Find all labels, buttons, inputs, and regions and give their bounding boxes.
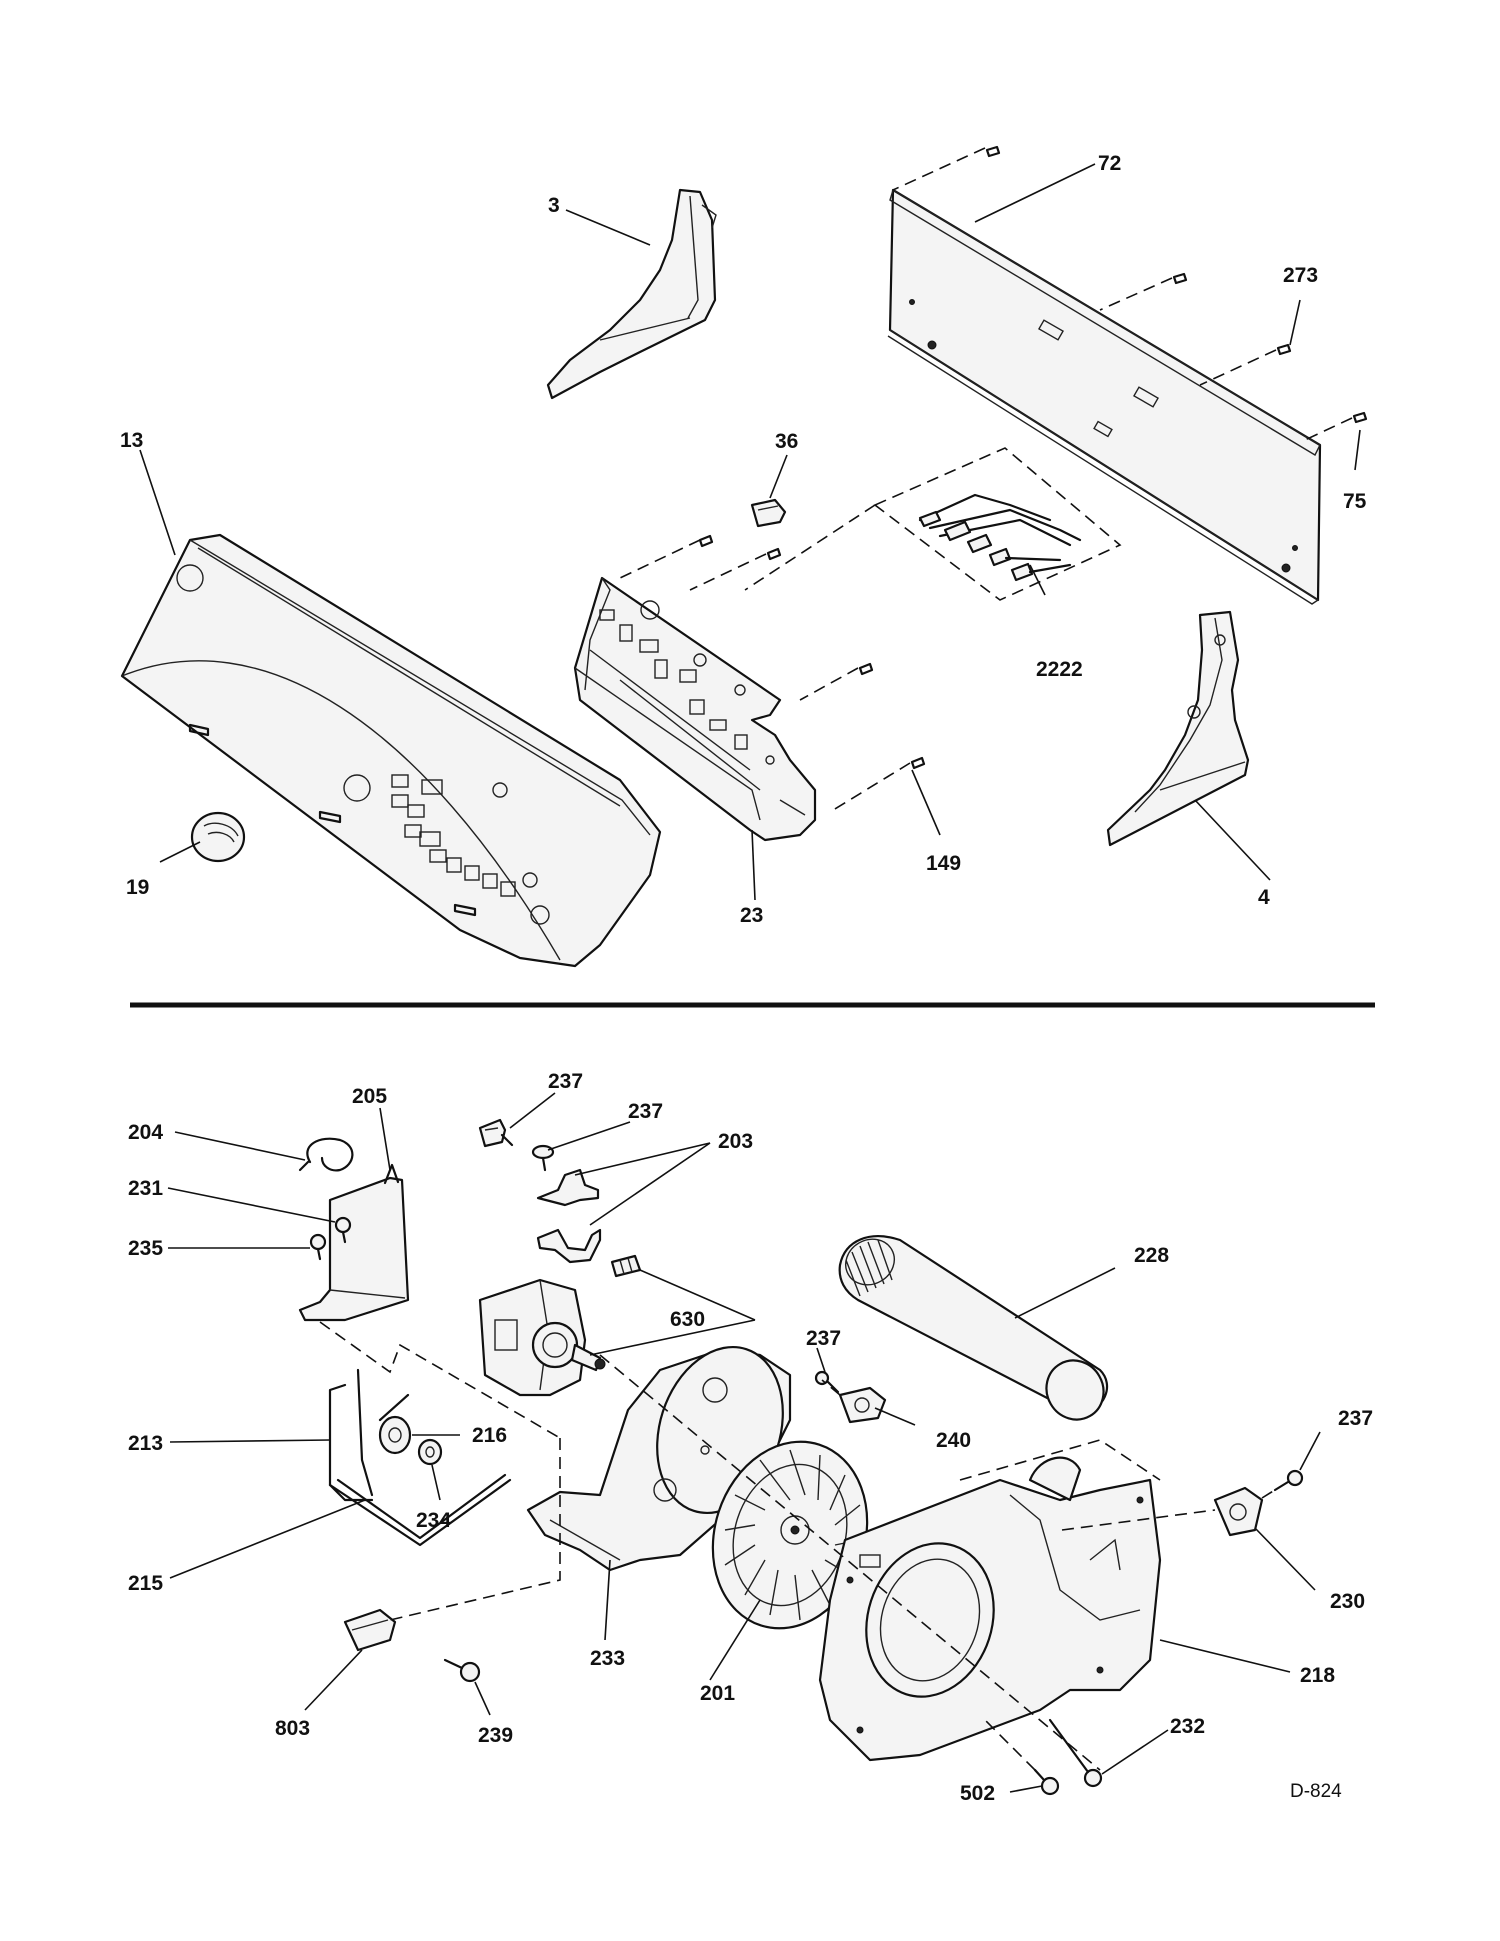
callout-215: 215: [128, 1572, 163, 1595]
callout-237-d: 237: [1338, 1407, 1373, 1430]
part-201-blower-wheel: [711, 1440, 869, 1630]
part-36-clip: [750, 498, 787, 528]
callout-13: 13: [120, 429, 143, 452]
callout-19: 19: [126, 876, 149, 899]
part-13-control-panel: [120, 533, 662, 968]
part-237-screw-top: [478, 1118, 514, 1148]
callout-233: 233: [590, 1647, 625, 1670]
callout-237-c: 237: [806, 1327, 841, 1350]
back-panel-screws: [985, 145, 1368, 424]
callout-203: 203: [718, 1130, 753, 1153]
part-803-switch: [343, 1608, 397, 1652]
callout-237-b: 237: [628, 1100, 663, 1123]
callout-2222: 2222: [1036, 658, 1083, 681]
callout-234: 234: [416, 1509, 451, 1532]
callout-213: 213: [128, 1432, 163, 1455]
part-72-back-panel: [887, 188, 1322, 605]
part-23-control-board: [573, 576, 817, 842]
callout-235: 235: [128, 1237, 163, 1260]
part-502-screw: [1033, 1768, 1060, 1796]
callout-232: 232: [1170, 1715, 1205, 1738]
top-assembly-lines: [619, 147, 1353, 813]
callout-75: 75: [1343, 490, 1367, 513]
callout-216: 216: [472, 1424, 507, 1447]
part-237-screw-clamp: [531, 1144, 555, 1172]
callout-36: 36: [775, 430, 798, 453]
callout-205: 205: [352, 1085, 387, 1108]
part-239-screw: [443, 1658, 481, 1683]
part-204-clamp: [298, 1137, 354, 1172]
part-237-screw-thermostat: [814, 1370, 840, 1394]
callout-4: 4: [1258, 886, 1270, 909]
part-205-bracket: [298, 1163, 410, 1322]
callout-239: 239: [478, 1724, 513, 1747]
callout-149: 149: [926, 852, 961, 875]
callout-228: 228: [1134, 1244, 1169, 1267]
callout-231: 231: [128, 1177, 163, 1200]
part-237-screw-thermistor: [1273, 1469, 1304, 1492]
callout-803: 803: [275, 1717, 310, 1740]
callout-3: 3: [548, 194, 560, 217]
callout-72: 72: [1098, 152, 1121, 175]
part-3-endcap-left: [546, 188, 717, 400]
part-232-screw: [1048, 1718, 1103, 1788]
part-228-duct-tube: [838, 1235, 1109, 1421]
callout-23: 23: [740, 904, 763, 927]
bottom-leader-lines: [167, 1092, 1321, 1793]
callout-218: 218: [1300, 1664, 1335, 1687]
callout-237-a: 237: [548, 1070, 583, 1093]
part-215-belt: [328, 1473, 512, 1547]
part-630-component: [610, 1254, 642, 1278]
part-234-washer: [417, 1438, 443, 1466]
callout-201: 201: [700, 1682, 735, 1705]
bottom-assembly-lines: [319, 1321, 1279, 1771]
part-240-thermostat: [838, 1386, 887, 1424]
drive-motor: [478, 1278, 606, 1397]
callout-630: 630: [670, 1308, 705, 1331]
bracket-screws: [309, 1216, 352, 1261]
part-230-thermistor: [1213, 1486, 1264, 1537]
callout-502: 502: [960, 1782, 995, 1805]
callout-204: 204: [128, 1121, 163, 1144]
board-screws: [698, 534, 926, 770]
callout-273: 273: [1283, 264, 1318, 287]
callout-240: 240: [936, 1429, 971, 1452]
part-203-clamps: [536, 1168, 602, 1264]
part-2222-wire-harness: [873, 447, 1122, 601]
part-213-idler-arm: [328, 1368, 374, 1502]
top-leader-lines: [139, 163, 1361, 901]
diagram-code: D-824: [1290, 1781, 1342, 1802]
part-218-blower-housing: [818, 1456, 1162, 1762]
part-19-knob: [190, 811, 246, 863]
part-4-endcap-right: [1106, 610, 1250, 847]
callout-230: 230: [1330, 1590, 1365, 1613]
part-216-idler-pulley: [378, 1393, 412, 1455]
callout-labels: 3 72 273 75 13 36 2222 4 19 23 149 237 2…: [120, 152, 1373, 1805]
